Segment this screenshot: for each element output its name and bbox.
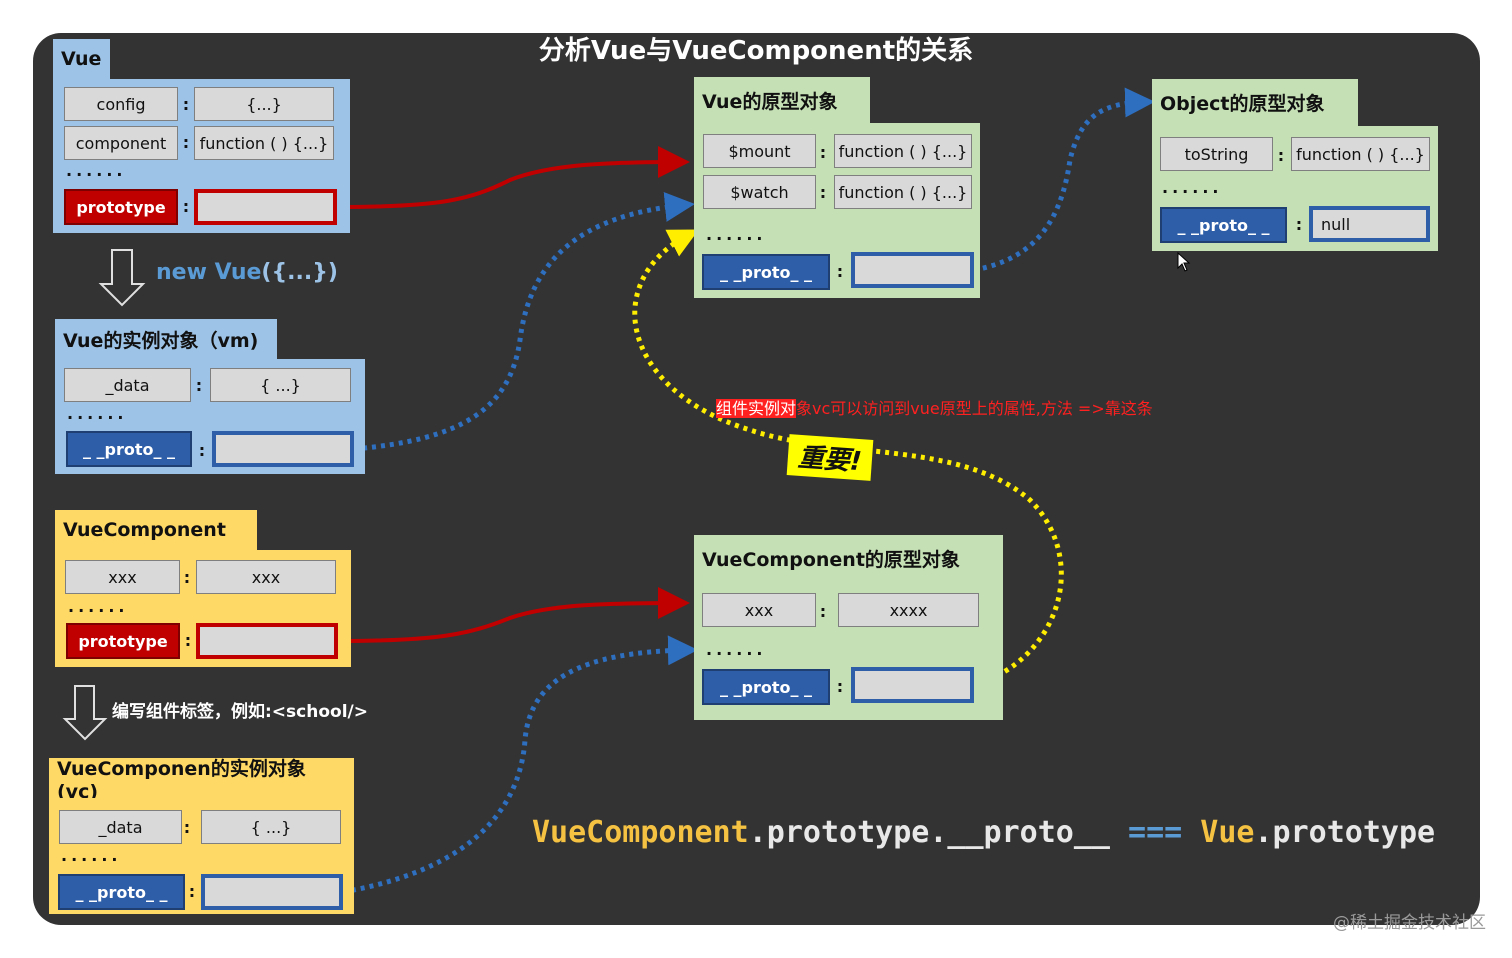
vue-proto-row-key: $mount [703, 134, 816, 168]
new-vue-prefix: new [156, 260, 215, 285]
vuecomponent-row-key: xxx [65, 560, 180, 594]
vuecomponent-prototype-object-tab: VueComponent的原型对象 [694, 535, 1003, 582]
colon: : [198, 441, 206, 460]
watermark: @稀土掘金技术社区 [1333, 913, 1486, 933]
vue-proto-row-value: function ( ) {...} [834, 175, 972, 209]
colon: : [182, 95, 190, 114]
vm-proto-value [212, 431, 354, 467]
vuecomponent-prototype-object-panel: xxx : xxxx ...... _ _proto_ _ : [694, 582, 1003, 720]
object-prototype-object-panel: toString : function ( ) {...} ...... _ _… [1152, 126, 1438, 251]
colon: : [182, 133, 190, 152]
ellipsis: ...... [68, 597, 129, 616]
vm-data-key: _data [64, 368, 191, 402]
colon: : [836, 677, 844, 696]
object-proto-proto-value: null [1309, 206, 1430, 242]
ellipsis: ...... [66, 161, 127, 180]
vue-proto-proto-key: _ _proto_ _ [702, 254, 830, 290]
vue-panel: config : {...} component : function ( ) … [53, 79, 350, 233]
vue-prototype-value [194, 189, 337, 225]
ellipsis: ...... [61, 846, 122, 865]
vuecomponent-row-value: xxx [196, 560, 336, 594]
formula: VueComponent.prototype.__proto__ === Vue… [532, 815, 1435, 850]
vc-tab: VueComponen的实例对象(vc) [49, 758, 354, 803]
ellipsis: ...... [706, 225, 767, 244]
vc-proto-proto-value [851, 667, 974, 703]
vm-proto-key: _ _proto_ _ [66, 431, 192, 467]
important-label: 重要! [786, 434, 874, 481]
diagram-title: 分析Vue与VueComponent的关系 [538, 36, 974, 66]
vuecomponent-tab: VueComponent [55, 510, 257, 550]
vm-tab: Vue的实例对象（vm) [55, 319, 277, 359]
annotation-note: 组件实例对象vc可以访问到vue原型上的属性,方法 =>靠这条 [716, 395, 1153, 419]
colon: : [184, 631, 192, 650]
colon: : [182, 197, 190, 216]
vm-data-value: { ...} [210, 368, 351, 402]
vm-panel: _data : { ...} ...... _ _proto_ _ : [55, 359, 365, 474]
colon: : [188, 882, 196, 901]
colon: : [1295, 215, 1303, 234]
vue-proto-proto-value [851, 252, 974, 288]
vue-row-key: config [64, 87, 178, 121]
formula-part: .prototype [1254, 815, 1436, 850]
vc-proto-proto-key: _ _proto_ _ [702, 669, 830, 705]
annotation-highlight: 组件实例对 [716, 399, 797, 418]
colon: : [819, 143, 827, 162]
formula-part: === [1128, 815, 1183, 850]
colon: : [195, 376, 203, 395]
vuecomponent-panel: xxx : xxx ...... prototype : [55, 550, 351, 667]
object-prototype-object-tab: Object的原型对象 [1152, 79, 1358, 126]
cursor-icon [1177, 252, 1191, 272]
vue-proto-row-value: function ( ) {...} [834, 134, 972, 168]
new-vue-label: new Vue({...}) [156, 260, 338, 285]
vue-prototype-object-panel: $mount : function ( ) {...} $watch : fun… [694, 123, 980, 298]
vue-row-value: {...} [194, 87, 334, 121]
formula-part: .prototype.__proto__ [748, 815, 1129, 850]
colon: : [836, 262, 844, 281]
object-proto-proto-key: _ _proto_ _ [1160, 207, 1287, 243]
vuecomponent-prototype-value [196, 623, 338, 659]
down-arrow-icon [62, 685, 108, 741]
vue-row-key: component [64, 126, 178, 160]
colon: : [183, 568, 191, 587]
vue-prototype-object-tab: Vue的原型对象 [694, 77, 870, 123]
vue-proto-row-key: $watch [703, 175, 816, 209]
colon: : [1277, 146, 1285, 165]
ellipsis: ...... [67, 404, 128, 423]
colon: : [819, 602, 827, 621]
vc-data-value: { ...} [201, 810, 341, 844]
new-vue-suffix: ({...}) [261, 260, 338, 285]
vc-proto-row-value: xxxx [838, 593, 979, 627]
write-tag-label: 编写组件标签，例如:<school/> [112, 702, 368, 722]
vc-data-key: _data [59, 810, 182, 844]
object-proto-row-value: function ( ) {...} [1291, 137, 1430, 171]
down-arrow-icon [98, 249, 146, 307]
formula-part: Vue [1182, 815, 1255, 850]
vuecomponent-prototype-key: prototype [66, 623, 180, 659]
colon: : [819, 183, 827, 202]
vc-proto-key: _ _proto_ _ [58, 874, 185, 910]
colon: : [183, 818, 191, 837]
new-vue-name: Vue [214, 260, 262, 285]
ellipsis: ...... [706, 640, 767, 659]
object-proto-row-key: toString [1160, 137, 1273, 171]
vue-prototype-key: prototype [64, 189, 178, 225]
ellipsis: ...... [1162, 178, 1223, 197]
vue-row-value: function ( ) {...} [194, 126, 334, 160]
annotation-rest: 象vc可以访问到vue原型上的属性,方法 =>靠这条 [796, 399, 1153, 418]
formula-part: VueComponent [532, 815, 749, 850]
vc-proto-value [201, 874, 343, 910]
vc-panel: _data : { ...} ...... _ _proto_ _ : [49, 798, 354, 914]
vue-tab: Vue [53, 39, 110, 79]
vc-proto-row-key: xxx [702, 593, 816, 627]
